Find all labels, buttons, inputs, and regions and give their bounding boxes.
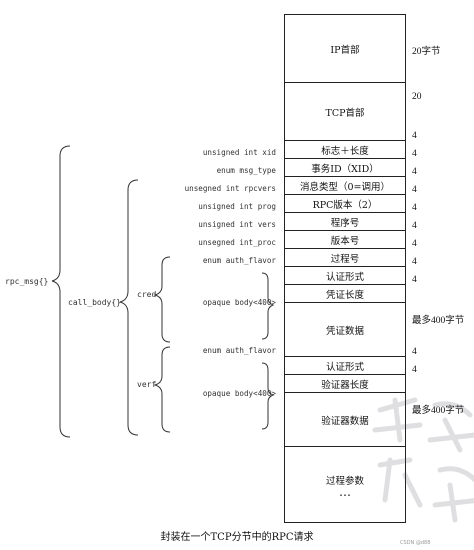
field-rpcvers: unsegned int rpcvers [184, 184, 276, 193]
row-xid: 事务ID（XID） [285, 159, 405, 177]
row-cred-flavor: 认证形式 [285, 267, 405, 285]
field-cred-body: opaque body<400> [202, 298, 276, 307]
seal-stamp-icon [372, 397, 474, 523]
row-ip-header: IP首部 [285, 15, 405, 83]
size-flags: 4 [412, 131, 417, 141]
row-cred-data: 凭证数据 [285, 303, 405, 357]
row-label: 标志＋长度 [321, 145, 369, 157]
row-label: TCP首部 [325, 107, 365, 119]
group-rpc-msg: rpc_msg{} [5, 277, 49, 286]
size-verf-flavor: 4 [412, 347, 417, 357]
row-label: RPC版本（2） [312, 199, 378, 211]
figure-caption: 封装在一个TCP分节中的RPC请求 [160, 532, 314, 543]
watermark: CSDN @d88 [400, 540, 431, 546]
row-verf-flavor: 认证形式 [285, 357, 405, 375]
rpc-msg-brace [51, 145, 71, 438]
size-verf-length: 4 [412, 365, 417, 375]
size-tcp: 20 [412, 92, 422, 102]
row-flags-length: 标志＋长度 [285, 141, 405, 159]
row-label: 凭证数据 [325, 325, 364, 337]
row-label: 认证形式 [325, 271, 364, 283]
call-body-brace [119, 179, 139, 436]
field-prog: unsigned int prog [198, 202, 276, 211]
row-label: 消息类型（0=调用） [299, 181, 390, 193]
size-msg-type: 4 [412, 167, 417, 177]
row-label: 验证器数据 [321, 415, 369, 427]
row-msg-type: 消息类型（0=调用） [285, 177, 405, 195]
row-label: 版本号 [330, 235, 360, 247]
packet-stack: IP首部 TCP首部 标志＋长度 事务ID（XID） 消息类型（0=调用） RP… [284, 14, 406, 523]
row-tcp-header: TCP首部 [285, 83, 405, 141]
row-verf-length: 验证器长度 [285, 375, 405, 393]
group-verf: verf [137, 380, 157, 389]
row-label: 过程参数 [325, 475, 364, 487]
row-proc-params: 过程参数 … [285, 447, 405, 522]
group-call-body: call_body{} [68, 298, 121, 307]
field-cred-flavor: enum auth_flavor [202, 256, 276, 265]
verf-body-brace [261, 362, 275, 430]
size-version: 4 [412, 221, 417, 231]
row-label: 认证形式 [325, 361, 364, 373]
row-label: 验证器长度 [321, 379, 369, 391]
row-label: 程序号 [330, 217, 360, 229]
group-cred: cred [137, 290, 157, 299]
size-rpc-version: 4 [412, 185, 417, 195]
size-xid: 4 [412, 149, 417, 159]
field-verf-flavor: enum auth_flavor [202, 346, 276, 355]
row-label: 过程号 [330, 253, 360, 265]
row-cred-length: 凭证长度 [285, 285, 405, 303]
row-procedure: 过程号 [285, 249, 405, 267]
size-procedure: 4 [412, 239, 417, 249]
size-verf-data: 最多400字节 [412, 406, 465, 416]
row-rpc-version: RPC版本（2） [285, 195, 405, 213]
size-program: 4 [412, 203, 417, 213]
size-cred-data: 最多400字节 [412, 316, 465, 326]
field-vers: unsigned int vers [198, 220, 276, 229]
field-msg-type: enum msg_type [216, 166, 276, 175]
verf-brace [153, 346, 171, 433]
field-verf-body: opaque body<400> [202, 389, 276, 398]
size-cred-length: 4 [412, 275, 417, 285]
size-cred-flavor: 4 [412, 257, 417, 267]
ellipsis: … [339, 484, 351, 499]
size-ip: 20字节 [412, 47, 441, 57]
row-program: 程序号 [285, 213, 405, 231]
cred-brace [153, 256, 171, 343]
row-label: IP首部 [330, 44, 360, 56]
row-label: 凭证长度 [325, 289, 364, 301]
cred-body-brace [261, 272, 275, 340]
row-label: 事务ID（XID） [311, 163, 379, 175]
row-version: 版本号 [285, 231, 405, 249]
row-verf-data: 验证器数据 [285, 393, 405, 447]
field-xid: unsigned int xid [202, 148, 276, 157]
field-proc: unsegned int_proc [198, 238, 276, 247]
